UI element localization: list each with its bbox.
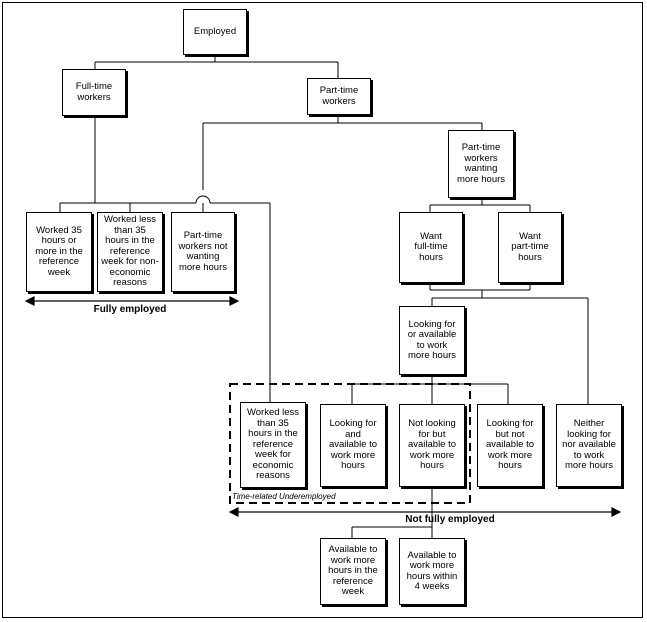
available-ref-week-box: Available to work more hours in the refe… bbox=[320, 538, 386, 605]
looking-or-available-label: Looking for or available to work more ho… bbox=[407, 318, 457, 361]
not-looking-but-available-label: Not looking for but available to work mo… bbox=[407, 418, 457, 472]
want-full-time-label: Want full-time hours bbox=[414, 230, 448, 263]
worked-less-economic-label: Worked less than 35 hours in the referen… bbox=[246, 407, 300, 482]
employed-label: Employed bbox=[193, 25, 237, 37]
available-ref-week-label: Available to work more hours in the refe… bbox=[328, 544, 378, 598]
looking-not-available-box: Looking for but not available to work mo… bbox=[477, 404, 543, 487]
pt-not-wanting-label: Part-time workers not wanting more hours bbox=[178, 230, 228, 273]
want-full-time-box: Want full-time hours bbox=[399, 212, 463, 283]
want-part-time-box: Want part-time hours bbox=[498, 212, 562, 283]
neither-label: Neither looking for nor available to wor… bbox=[562, 418, 616, 472]
available-4-weeks-box: Available to work more hours within 4 we… bbox=[399, 538, 465, 605]
worked-less-non-economic-label: Worked less than 35 hours in the referen… bbox=[101, 214, 159, 289]
pt-wanting-more-label: Part-time workers wanting more hours bbox=[456, 142, 506, 185]
looking-and-available-label: Looking for and available to work more h… bbox=[328, 418, 378, 472]
looking-not-available-label: Looking for but not available to work mo… bbox=[485, 418, 535, 472]
pt-not-wanting-box: Part-time workers not wanting more hours bbox=[171, 212, 235, 292]
looking-or-available-box: Looking for or available to work more ho… bbox=[399, 306, 465, 375]
worked-35-more-box: Worked 35 hours or more in the reference… bbox=[26, 212, 92, 292]
full-time-box: Full-time workers bbox=[62, 69, 126, 116]
not-fully-employed-label: Not fully employed bbox=[405, 514, 495, 525]
part-time-box: Part-time workers bbox=[307, 78, 371, 115]
not-looking-but-available-box: Not looking for but available to work mo… bbox=[399, 404, 465, 487]
available-4-weeks-label: Available to work more hours within 4 we… bbox=[406, 549, 458, 592]
part-time-label: Part-time workers bbox=[319, 85, 359, 107]
time-related-underemployed-label: Time-related Underemployed bbox=[232, 492, 336, 501]
neither-box: Neither looking for nor available to wor… bbox=[556, 404, 622, 487]
worked-less-non-economic-box: Worked less than 35 hours in the referen… bbox=[97, 212, 163, 292]
worked-35-more-label: Worked 35 hours or more in the reference… bbox=[35, 224, 83, 278]
want-part-time-label: Want part-time hours bbox=[511, 230, 549, 263]
employed-box: Employed bbox=[183, 9, 247, 55]
worked-less-economic-box: Worked less than 35 hours in the referen… bbox=[240, 402, 306, 488]
looking-and-available-box: Looking for and available to work more h… bbox=[320, 404, 386, 487]
pt-wanting-more-box: Part-time workers wanting more hours bbox=[448, 130, 514, 198]
full-time-label: Full-time workers bbox=[75, 81, 113, 103]
fully-employed-label: Fully employed bbox=[93, 304, 167, 315]
